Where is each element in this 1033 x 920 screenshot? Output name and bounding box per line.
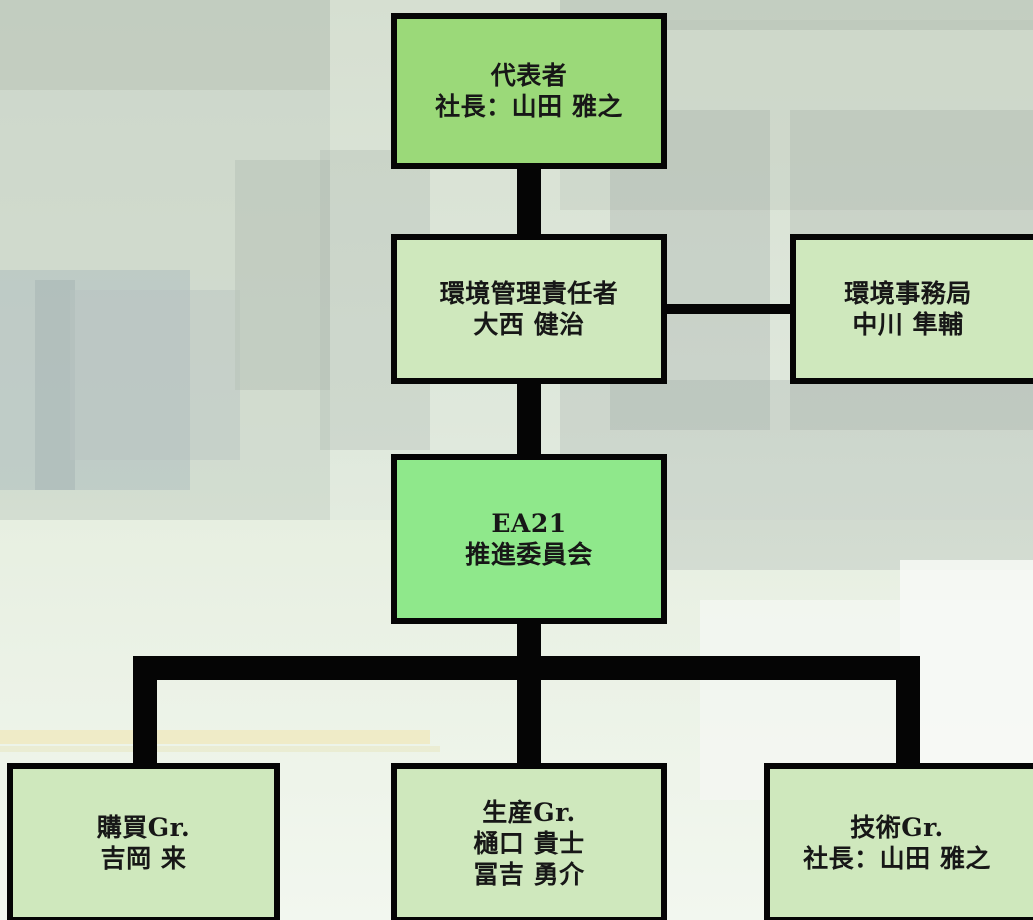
committee-line1: EA21 bbox=[491, 509, 567, 538]
purchasing-group-box: 購買Gr. 吉岡 来 bbox=[7, 763, 280, 920]
environment-office-name: 中川 隼輔 bbox=[852, 310, 964, 339]
production-group-member: 樋口 貴士 bbox=[473, 828, 585, 858]
representative-name: 社長：山田 雅之 bbox=[435, 92, 623, 121]
committee-line2: 推進委員会 bbox=[465, 540, 593, 569]
technical-group-box: 技術Gr. 社長：山田 雅之 bbox=[764, 763, 1033, 920]
technical-group-member: 社長：山田 雅之 bbox=[803, 844, 991, 873]
purchasing-group-member: 吉岡 来 bbox=[100, 844, 187, 873]
environment-office-box: 環境事務局 中川 隼輔 bbox=[790, 234, 1033, 384]
environment-manager-box: 環境管理責任者 大西 健治 bbox=[391, 234, 667, 384]
environment-manager-name: 大西 健治 bbox=[473, 310, 585, 339]
promotion-committee-box: EA21 推進委員会 bbox=[391, 454, 667, 624]
technical-group-name: 技術Gr. bbox=[850, 813, 944, 842]
production-group-name: 生産Gr. bbox=[482, 797, 576, 827]
environment-office-role: 環境事務局 bbox=[844, 279, 972, 308]
environment-manager-role: 環境管理責任者 bbox=[439, 279, 619, 308]
purchasing-group-name: 購買Gr. bbox=[96, 813, 191, 842]
production-group-box: 生産Gr. 樋口 貴士 冨吉 勇介 bbox=[391, 763, 667, 920]
representative-box: 代表者 社長：山田 雅之 bbox=[391, 13, 667, 169]
production-group-member: 冨吉 勇介 bbox=[473, 859, 585, 889]
representative-role: 代表者 bbox=[490, 61, 568, 90]
